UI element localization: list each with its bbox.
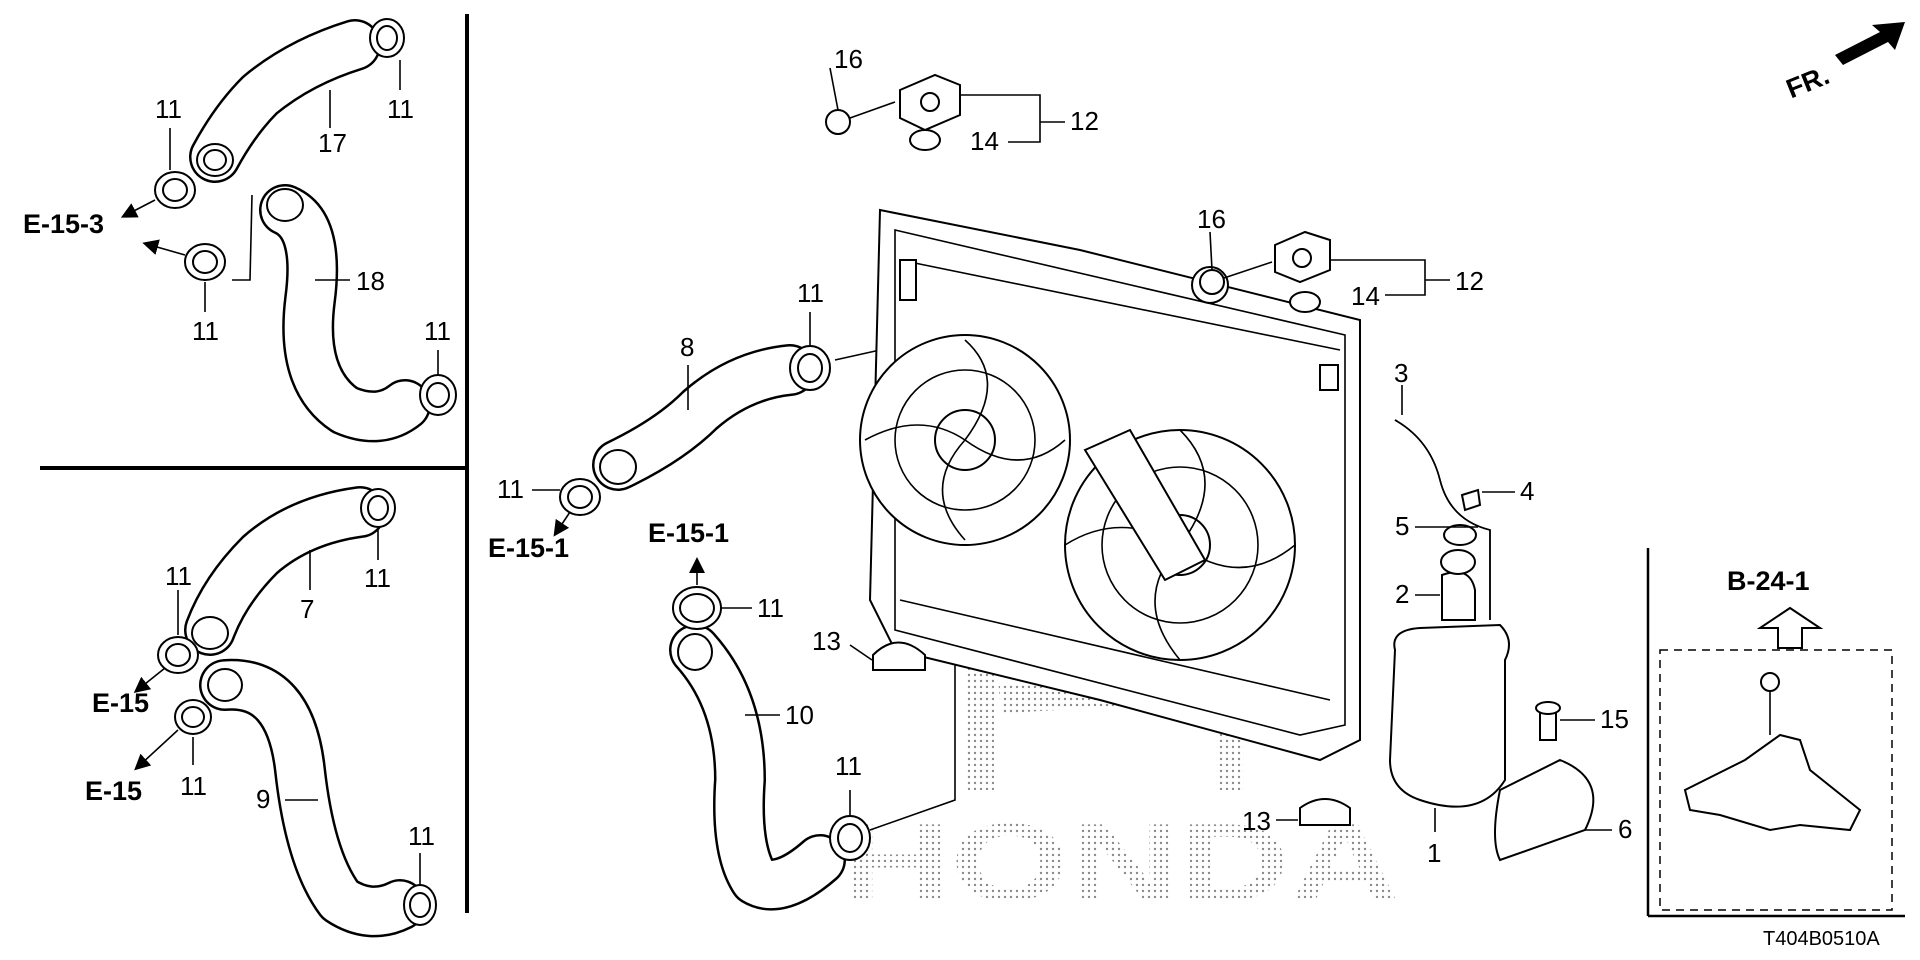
upper-left-clamps [154,18,457,416]
label-7: 7 [300,594,314,624]
direction-label: FR. [1782,60,1834,104]
ref-b24-1: B-24-1 [1727,566,1810,596]
label-6: 6 [1618,814,1632,844]
panel-dividers [40,14,1905,918]
label-13a: 13 [812,626,841,656]
lower-left-clamps [157,488,437,926]
label-12a: 12 [1070,106,1099,136]
upper-mount-bracket-top [825,67,1065,151]
upper-left-leaders [120,60,439,375]
hose-8 [592,344,816,491]
ref-e15-b: E-15 [85,776,142,806]
label-9: 9 [256,784,270,814]
label-11-e15-1: 11 [757,593,784,623]
label-11-ll-d: 11 [408,821,435,851]
label-17: 17 [318,128,347,158]
ref-e15-1-left: E-15-1 [488,533,569,563]
label-5: 5 [1395,511,1409,541]
label-3: 3 [1394,358,1408,388]
part-labels: 16 12 14 16 12 14 3 4 5 2 1 15 6 13 13 1… [155,44,1632,868]
label-11-ll-b: 11 [364,563,391,593]
label-14b: 14 [1351,281,1380,311]
hose-10 [669,624,846,911]
radiator-assembly [859,208,1361,762]
label-11-hose8: 11 [497,474,524,504]
label-14a: 14 [970,126,999,156]
label-11-ul-b: 11 [387,94,414,124]
ref-e15-3: E-15-3 [23,209,104,239]
lower-left-leaders [133,530,421,885]
reservoir-leaders [849,385,1612,832]
label-11-ul-a: 11 [155,94,182,124]
ref-e15-a: E-15 [92,688,149,718]
hose-17 [189,19,381,183]
reference-labels: E-15-3 E-15-1 E-15-1 E-15 E-15 B-24-1 T4… [23,209,1880,950]
label-11-hose10: 11 [835,751,862,781]
label-12b: 12 [1455,266,1484,296]
label-11-ll-a: 11 [165,561,192,591]
label-11-ul-c: 11 [192,316,219,346]
label-4: 4 [1520,476,1534,506]
label-13b: 13 [1242,806,1271,836]
upper-mount-bracket-right [1199,230,1450,313]
center-clamps [559,345,871,861]
label-11-center-top: 11 [797,278,824,308]
label-2: 2 [1395,579,1409,609]
ref-e15-1-mid: E-15-1 [648,518,729,548]
label-16a: 16 [834,44,863,74]
label-16b: 16 [1197,204,1226,234]
label-1: 1 [1427,838,1441,868]
drawing-code: T404B0510A [1763,928,1880,950]
b24-inset [1659,606,1893,911]
label-11-ul-d: 11 [424,316,451,346]
hose-18 [259,184,431,443]
label-10: 10 [785,700,814,730]
label-18: 18 [356,266,385,296]
front-direction-arrow: FR. [1782,22,1905,104]
label-8: 8 [680,332,694,362]
label-15: 15 [1600,704,1629,734]
label-11-ll-c: 11 [180,771,207,801]
reservoir-assembly [872,419,1595,862]
hose-9 [199,658,426,938]
hose-7 [184,486,386,656]
